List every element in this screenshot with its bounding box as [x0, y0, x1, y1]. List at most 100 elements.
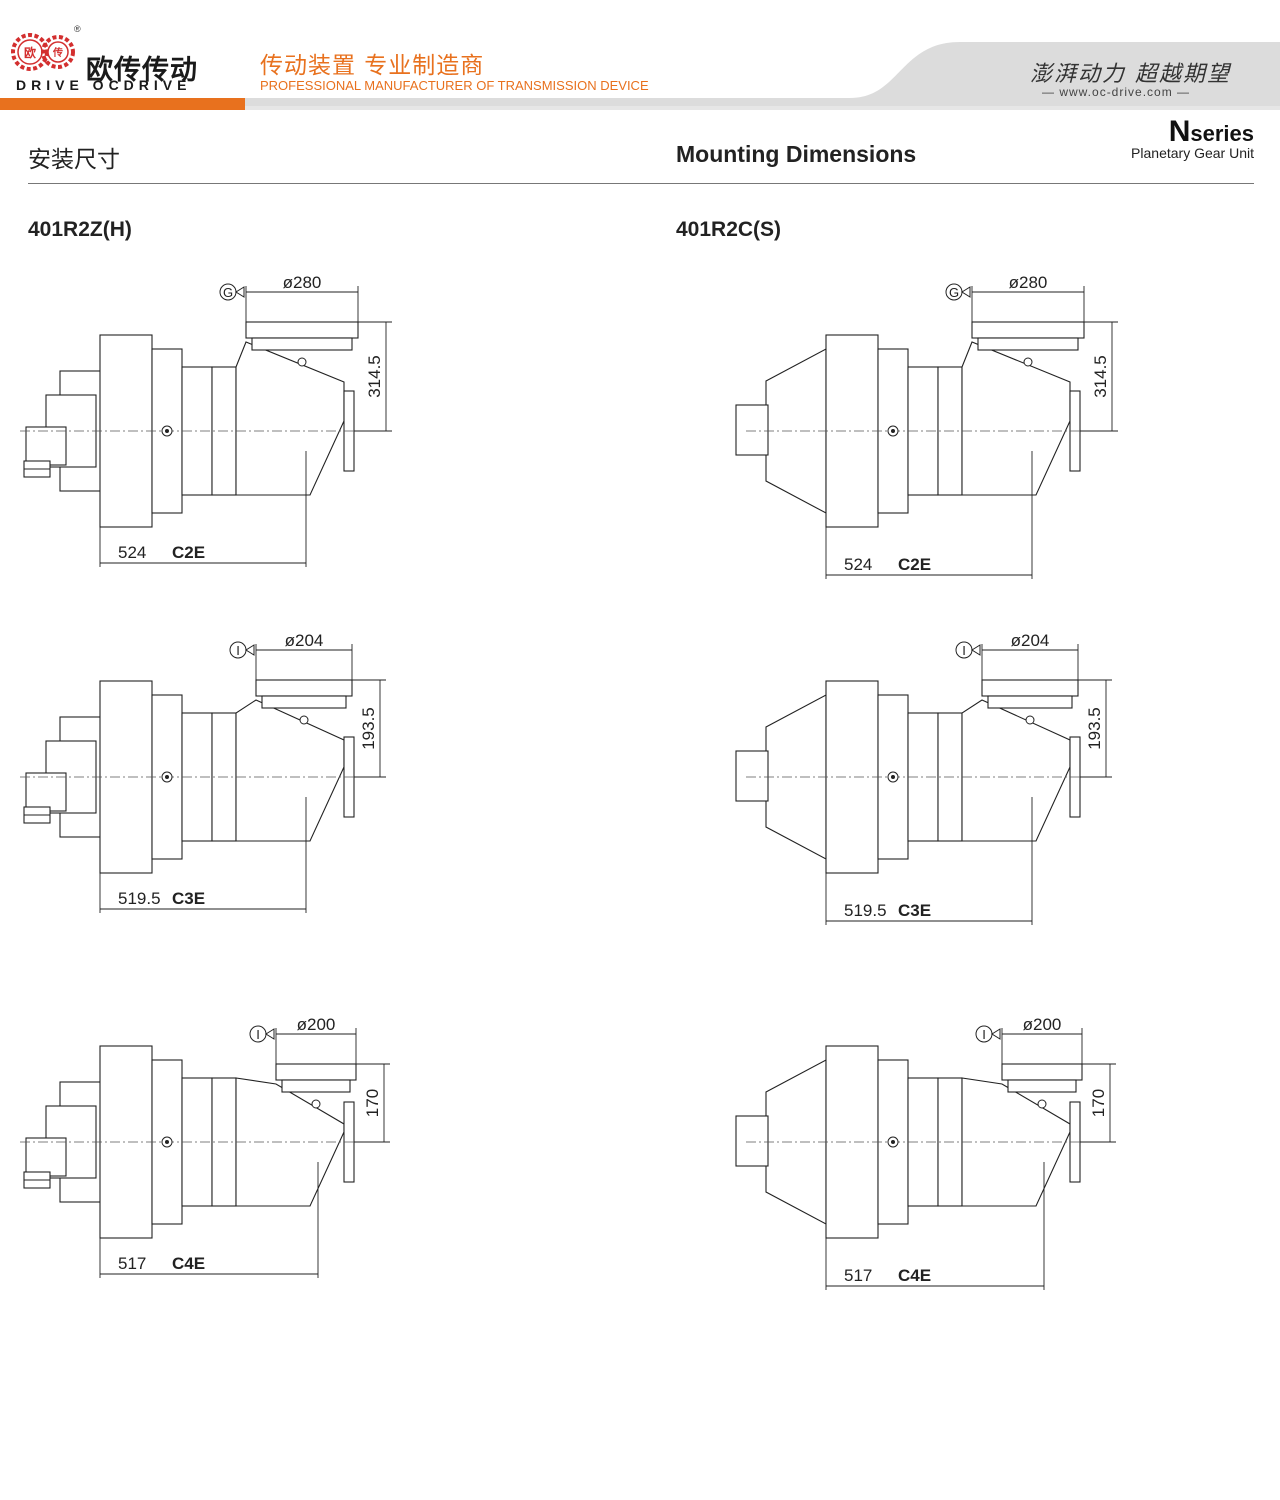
registered-mark: ®	[74, 24, 81, 34]
website-text: www.oc-drive.com	[1059, 85, 1173, 99]
config-code: C4E	[898, 1266, 931, 1285]
page-header: 欧 传 ® 欧传传动 DRIVE OCDRIVE 传动装置 专业制造商 PROF…	[0, 0, 1280, 110]
height-label: 314.5	[1091, 355, 1110, 398]
output-flange	[971, 321, 1085, 339]
flange-mark-arrow	[245, 644, 255, 656]
logo-badge-right: 传	[52, 46, 63, 59]
config-code: C3E	[172, 889, 205, 908]
drain-plug-dot	[165, 429, 169, 433]
tagline-english: PROFESSIONAL MANUFACTURER OF TRANSMISSIO…	[260, 78, 649, 93]
vent-plug	[297, 357, 307, 367]
config-code: C2E	[172, 543, 205, 562]
model-label-left: 401R2Z(H)	[28, 218, 132, 241]
vent-plug	[1025, 715, 1035, 725]
series-badge: Nseries Planetary Gear Unit	[1131, 115, 1254, 161]
model-label-right: 401R2C(S)	[676, 218, 782, 241]
page-title-english: Mounting Dimensions	[676, 141, 917, 167]
output-flange-collar	[261, 695, 347, 709]
input-shaft	[735, 1115, 769, 1167]
drain-plug-dot	[165, 775, 169, 779]
config-code: C2E	[898, 555, 931, 574]
series-word: series	[1190, 121, 1254, 146]
length-label: 519.5	[118, 889, 161, 908]
output-flange	[1001, 1063, 1083, 1081]
angle-head	[235, 699, 345, 842]
vent-plug	[311, 1099, 321, 1109]
main-housing	[825, 334, 879, 528]
diameter-label: ø204	[285, 631, 324, 650]
input-shaft	[735, 750, 769, 802]
flange-mark-arrow	[265, 1028, 275, 1040]
vent-plug	[1037, 1099, 1047, 1109]
height-label: 170	[1089, 1089, 1108, 1117]
input-shaft	[735, 404, 769, 456]
series-subtitle: Planetary Gear Unit	[1131, 145, 1254, 161]
header-band	[0, 42, 1280, 110]
diameter-label: ø200	[297, 1015, 336, 1034]
length-label: 524	[844, 555, 872, 574]
drain-plug-dot	[165, 1140, 169, 1144]
output-flange-collar	[977, 337, 1079, 351]
drain-plug-dot	[891, 1140, 895, 1144]
diameter-label: ø200	[1023, 1015, 1062, 1034]
output-flange-collar	[1007, 1079, 1077, 1093]
angle-head	[961, 341, 1071, 496]
diameter-label: ø204	[1011, 631, 1050, 650]
logo-badge-left: 欧	[24, 45, 36, 60]
flange-mark-letter: I	[256, 1027, 260, 1042]
tagline-chinese: 传动装置 专业制造商	[260, 53, 485, 79]
input-flange	[25, 772, 67, 812]
logo-chinese-name: 欧传传动	[86, 55, 198, 86]
flange-mark-letter: G	[949, 285, 959, 300]
input-flange	[25, 1137, 67, 1177]
config-code: C3E	[898, 901, 931, 920]
section-title-row: 安装尺寸 Mounting Dimensions Nseries Planeta…	[28, 115, 1254, 184]
length-label: 517	[844, 1266, 872, 1285]
output-flange-collar	[281, 1079, 351, 1093]
length-label: 524	[118, 543, 146, 562]
length-label: 517	[118, 1254, 146, 1273]
vent-plug	[1023, 357, 1033, 367]
output-flange	[981, 679, 1079, 697]
output-flange-collar	[251, 337, 353, 351]
output-flange-collar	[987, 695, 1073, 709]
main-housing	[99, 334, 153, 528]
output-flange	[275, 1063, 357, 1081]
flange-mark-arrow	[961, 286, 971, 298]
flange-mark-letter: I	[962, 643, 966, 658]
output-flange	[255, 679, 353, 697]
length-label: 519.5	[844, 901, 887, 920]
angle-head	[961, 699, 1071, 842]
flange-mark-arrow	[235, 286, 245, 298]
height-label: 314.5	[365, 355, 384, 398]
height-label: 193.5	[359, 707, 378, 750]
logo-english-name: DRIVE OCDRIVE	[16, 77, 192, 93]
page-title-chinese: 安装尺寸	[28, 147, 120, 173]
main-housing	[825, 1045, 879, 1239]
company-logo: 欧 传	[11, 33, 75, 71]
drain-plug-dot	[891, 429, 895, 433]
diameter-label: ø280	[283, 273, 322, 292]
flange-mark-letter: I	[236, 643, 240, 658]
website-url: — www.oc-drive.com —	[1042, 85, 1191, 99]
main-housing	[99, 1045, 153, 1239]
main-housing	[99, 680, 153, 874]
flange-mark-letter: G	[223, 285, 233, 300]
main-housing	[825, 680, 879, 874]
config-code: C4E	[172, 1254, 205, 1273]
output-flange	[245, 321, 359, 339]
slogan: 澎湃动力 超越期望	[1030, 62, 1231, 87]
diameter-label: ø280	[1009, 273, 1048, 292]
drain-plug-dot	[891, 775, 895, 779]
angle-head	[235, 341, 345, 496]
height-label: 193.5	[1085, 707, 1104, 750]
height-label: 170	[363, 1089, 382, 1117]
flange-mark-letter: I	[982, 1027, 986, 1042]
